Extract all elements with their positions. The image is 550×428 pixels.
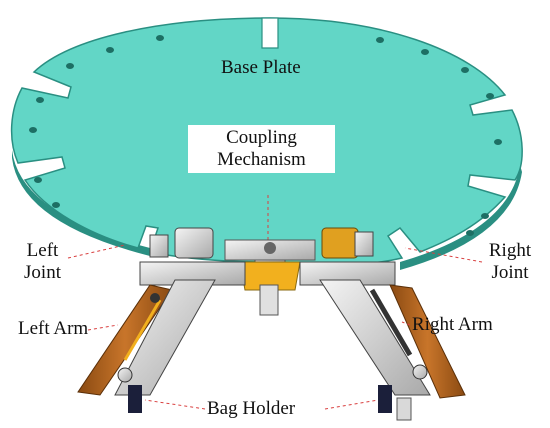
right-arm — [319, 279, 466, 399]
label-right-joint-line1: Right — [488, 240, 532, 261]
label-right-joint: Right Joint — [480, 240, 540, 284]
bag-holder-left — [128, 385, 142, 413]
label-coupling-mechanism: Coupling Mechanism — [188, 125, 335, 173]
label-coupling-line1: Coupling — [226, 127, 297, 148]
label-bag-holder: Bag Holder — [207, 398, 296, 419]
mounting-holes — [29, 35, 502, 236]
label-left-joint: Left Joint — [15, 240, 70, 284]
bag-holder-right — [378, 385, 412, 421]
coupling-mechanism — [224, 195, 316, 316]
label-coupling-line2: Mechanism — [217, 149, 306, 170]
base-plate-edge-right — [400, 165, 522, 270]
left-joint — [139, 227, 246, 286]
label-left-joint-line1: Left — [26, 240, 59, 261]
label-left-joint-line2: Joint — [24, 262, 61, 283]
right-joint — [299, 227, 396, 286]
label-left-arm: Left Arm — [18, 318, 89, 339]
left-arm — [77, 279, 216, 396]
base-plate-top-slot — [261, 17, 279, 49]
leader-lines — [67, 244, 483, 410]
label-right-joint-line2: Joint — [491, 262, 529, 283]
label-right-arm: Right Arm — [412, 314, 493, 335]
label-base-plate: Base Plate — [221, 57, 301, 78]
